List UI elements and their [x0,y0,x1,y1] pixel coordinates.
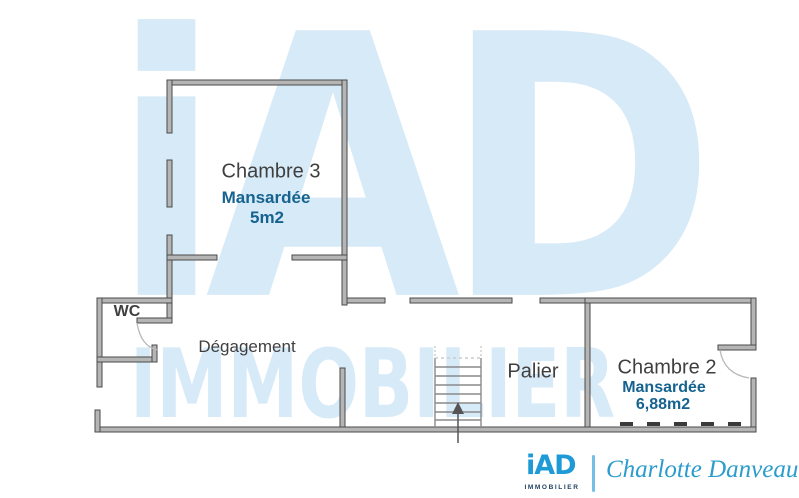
room-attribute-chambre2: Mansardée [622,379,706,396]
wall [584,297,757,304]
wall [136,317,173,324]
wall [96,356,158,363]
wall [151,344,158,363]
door-arc [719,349,750,379]
wall [409,297,513,304]
wall [750,377,757,433]
footer-branding: iAD IMMOBILIER Charlotte Danveau [0,448,799,498]
iad-logo-subtitle: IMMOBILIER [524,484,580,491]
room-area-chambre2: 6,88m2 [635,396,691,413]
room-label-chambre3: Chambre 3 [221,160,321,183]
room-area-chambre3: 5m2 [249,208,285,227]
iad-logo: iAD [526,450,577,481]
watermark-immobilier-text: IMMOBILIER [130,330,616,440]
wall [96,297,103,388]
room-attribute-chambre3: Mansardée [221,188,311,207]
wall [717,344,757,351]
walls [94,79,757,433]
wall [166,234,173,324]
wall [584,297,591,433]
room-label-chambre2: Chambre 2 [617,356,717,379]
wall [291,254,348,261]
door-arc [136,322,159,351]
wall [166,254,218,261]
wall [94,426,757,433]
agent-signature: Charlotte Danveau [606,456,799,483]
wall [166,159,173,208]
wall [339,367,346,428]
footer-divider [592,455,595,492]
room-label-degagement: Dégagement [198,337,296,356]
wall [166,79,173,134]
wall [166,79,348,86]
stairs-direction-arrow [452,402,464,443]
wall [94,409,101,433]
wall [346,297,386,304]
wall [539,297,591,304]
wall [341,79,348,306]
room-label-palier: Palier [507,360,559,383]
wall [750,297,757,351]
room-label-wc: WC [113,303,141,320]
watermark-brand-text: iAD [110,0,716,381]
